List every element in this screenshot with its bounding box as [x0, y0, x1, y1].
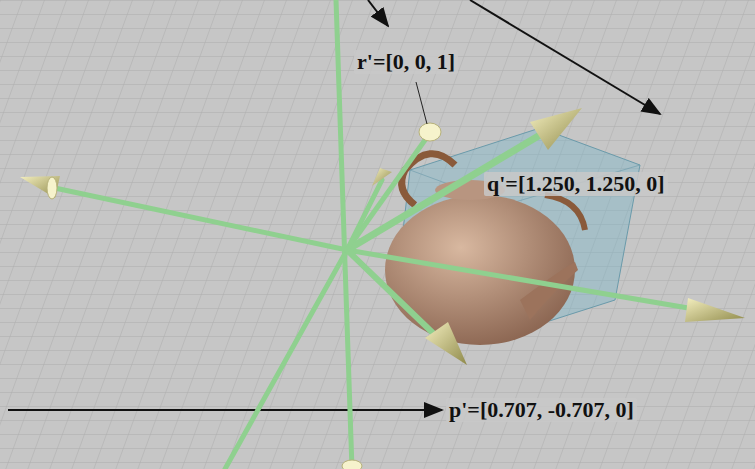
pointer-arrows	[8, 0, 660, 410]
arrow-cones	[20, 108, 745, 365]
leader-line	[416, 82, 427, 124]
vector-label: q'=[1.250, 1.250, 0]	[484, 172, 668, 196]
vector-label: r'=[0, 0, 1]	[354, 50, 458, 74]
axis-discs	[47, 123, 441, 469]
axes	[50, 0, 700, 469]
vector-label: p'=[0.707, -0.707, 0]	[446, 398, 637, 422]
